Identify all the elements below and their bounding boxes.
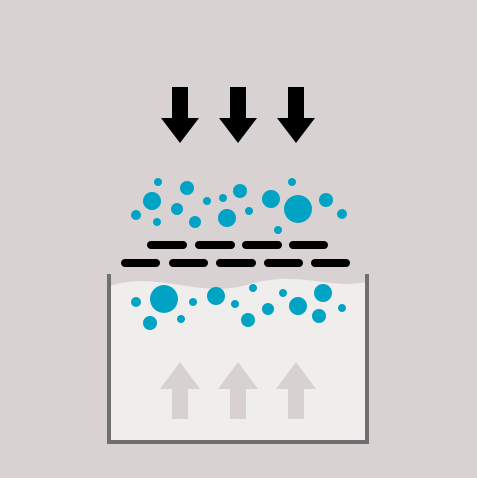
bubble-icon <box>319 193 333 207</box>
bubble-icon <box>279 289 287 297</box>
down-arrows <box>161 87 315 143</box>
bubble-icon <box>245 207 253 215</box>
bubble-icon <box>143 192 161 210</box>
bubble-icon <box>189 298 197 306</box>
bubble-icon <box>249 284 257 292</box>
bubble-icon <box>262 303 274 315</box>
bubble-icon <box>131 210 141 220</box>
bubble-icon <box>177 315 185 323</box>
arrow-down-icon <box>161 87 199 143</box>
bubble-icon <box>171 203 183 215</box>
bubble-icon <box>219 194 227 202</box>
bubble-icon <box>218 209 236 227</box>
bubble-icon <box>262 190 280 208</box>
container-outline <box>107 274 369 444</box>
bubble-icon <box>314 284 332 302</box>
bubble-icon <box>143 316 157 330</box>
bubble-icon <box>189 216 201 228</box>
bubble-icon <box>312 309 326 323</box>
bubble-icon <box>131 297 141 307</box>
arrow-down-icon <box>219 87 257 143</box>
up-arrows <box>160 362 316 419</box>
bubbles-above <box>131 178 347 234</box>
bubble-icon <box>284 195 312 223</box>
arrow-up-icon <box>218 362 258 419</box>
arrow-down-icon <box>277 87 315 143</box>
bubble-icon <box>241 313 255 327</box>
bubble-icon <box>337 209 347 219</box>
arrow-up-icon <box>276 362 316 419</box>
bubble-icon <box>231 300 239 308</box>
bubble-icon <box>153 218 161 226</box>
bubble-icon <box>338 304 346 312</box>
bubble-icon <box>150 285 178 313</box>
filter-dashes <box>121 241 350 267</box>
bubble-icon <box>203 197 211 205</box>
bubble-icon <box>154 178 162 186</box>
arrow-up-icon <box>160 362 200 419</box>
bubble-icon <box>289 297 307 315</box>
bubble-icon <box>274 226 282 234</box>
bubble-icon <box>180 181 194 195</box>
bubble-icon <box>288 178 296 186</box>
bubble-icon <box>207 287 225 305</box>
bubble-icon <box>233 184 247 198</box>
bubbles-inside <box>131 284 346 330</box>
